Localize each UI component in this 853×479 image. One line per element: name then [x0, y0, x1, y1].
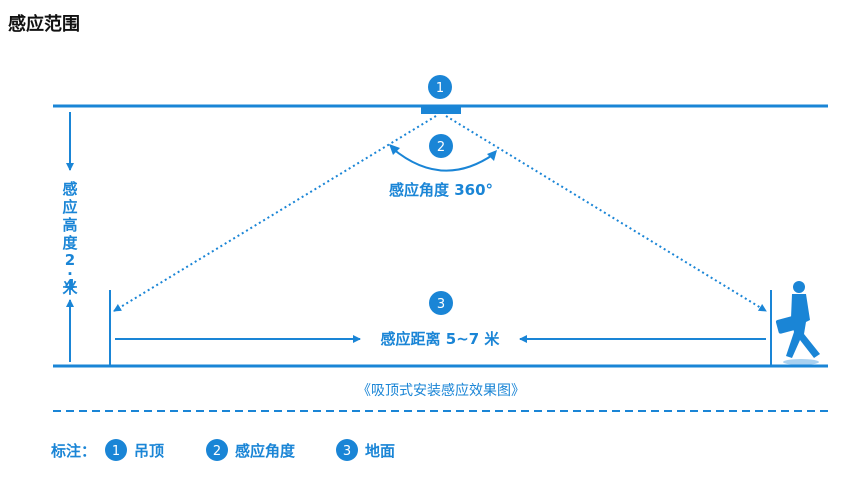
legend-item-label: 吊顶	[134, 442, 164, 460]
height-label: 感 应 高 度 2 . 4 米	[62, 180, 78, 297]
detection-line-right	[445, 115, 767, 312]
legend: 标注： 1 吊顶 2 感应角度 3 地面	[50, 439, 395, 461]
legend-item-num: 1	[112, 444, 120, 459]
legend-item: 3 地面	[336, 439, 395, 461]
height-char: 度	[62, 234, 78, 252]
height-char: 感	[62, 180, 77, 198]
marker-ceiling: 1	[428, 75, 452, 99]
legend-item-num: 3	[343, 444, 351, 459]
angle-arc	[391, 147, 495, 172]
walking-person-icon	[775, 281, 820, 358]
marker-ground: 3	[429, 291, 453, 315]
person-shadow	[783, 359, 819, 365]
height-char: 2	[65, 251, 75, 269]
angle-label: 感应角度 360°	[389, 181, 493, 199]
height-char: 高	[62, 216, 77, 234]
sensor-device	[421, 106, 461, 114]
legend-item-label: 感应角度	[235, 442, 296, 460]
marker-ground-num: 3	[437, 297, 445, 312]
height-char: 米	[62, 279, 78, 297]
marker-angle: 2	[429, 134, 453, 158]
legend-item-label: 地面	[365, 442, 395, 460]
angle-arc-arrow-right	[487, 150, 497, 161]
marker-angle-num: 2	[437, 140, 445, 155]
height-char: 应	[62, 198, 77, 216]
page-title: 感应范围	[8, 14, 80, 35]
legend-item-num: 2	[213, 444, 221, 459]
height-char: .	[67, 261, 73, 279]
legend-prefix: 标注：	[50, 442, 96, 460]
height-char: 4	[65, 276, 75, 294]
distance-label: 感应距离 5~7 米	[381, 330, 501, 348]
legend-item: 2 感应角度	[206, 439, 296, 461]
diagram-caption: 《吸顶式安装感应效果图》	[357, 382, 525, 399]
marker-ceiling-num: 1	[436, 81, 444, 96]
legend-item: 1 吊顶	[105, 439, 164, 461]
angle-arc-arrow-left	[389, 144, 400, 155]
detection-line-left	[113, 115, 437, 312]
